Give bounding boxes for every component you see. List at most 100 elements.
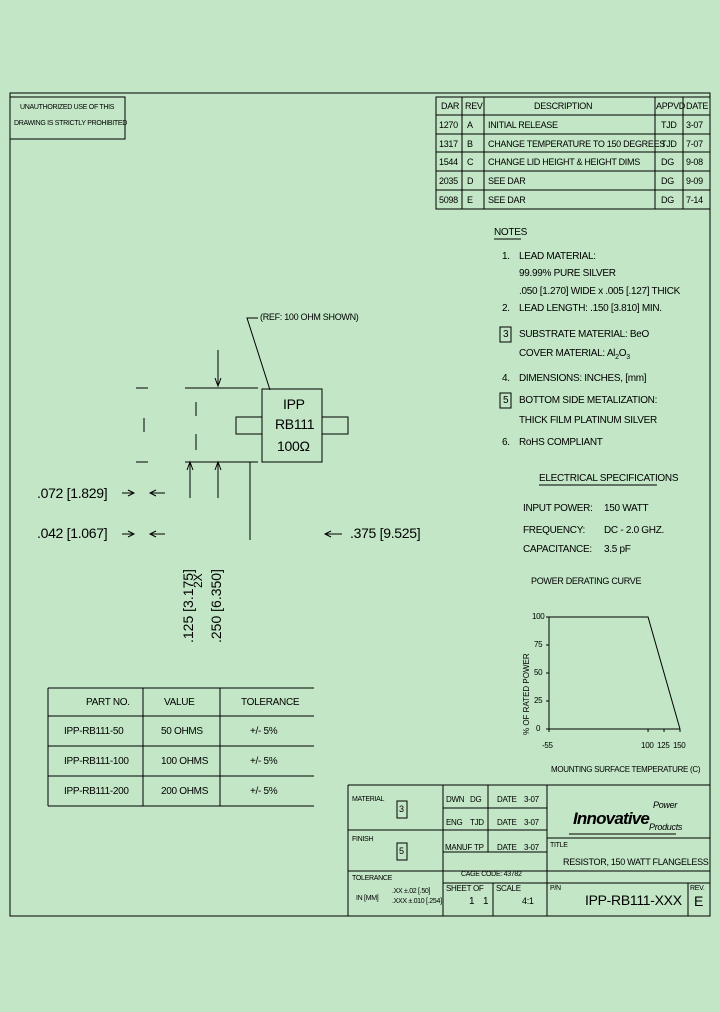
parts-cell: 200 OHMS	[161, 786, 209, 797]
dwn-label: DWN	[446, 795, 465, 804]
rev-cell: D	[467, 176, 474, 186]
manuf-label: MANUF	[445, 843, 472, 852]
note-1-line-b: 99.99% PURE SILVER	[519, 268, 616, 279]
rev-cell: CHANGE TEMPERATURE TO 150 DEGREES	[488, 139, 665, 149]
elec-value-frequency: DC - 2.0 GHZ.	[604, 525, 664, 536]
finish-label: FINISH	[352, 836, 374, 843]
chart-title: POWER DERATING CURVE	[531, 576, 642, 586]
dim-072: .072 [1.829]	[37, 485, 108, 501]
chart-x-tick-label: 150	[673, 741, 686, 750]
eng-value: TJD	[470, 818, 484, 827]
finish-box	[396, 842, 408, 861]
resistor-label-model: RB111	[275, 416, 315, 432]
parts-cell: 100 OHMS	[161, 756, 209, 767]
parts-header-part: PART NO.	[86, 697, 130, 708]
note-2-num: 2.	[502, 303, 510, 314]
rev-cell: B	[467, 139, 473, 149]
title-block-grid	[347, 784, 710, 916]
rev-cell: A	[467, 120, 473, 130]
dwn-value: DG	[470, 795, 482, 804]
rev-cell: TJD	[661, 120, 677, 130]
title-label: TITLE	[550, 842, 568, 849]
rev-header-desc: DESCRIPTION	[534, 101, 593, 111]
scale-label: SCALE	[496, 884, 521, 893]
parts-cell: +/- 5%	[250, 726, 278, 737]
note-4-line-a: DIMENSIONS: INCHES, [mm]	[519, 373, 647, 384]
part-number: IPP-RB111-XXX	[585, 892, 682, 908]
rev-cell: 7-07	[686, 139, 703, 149]
note-5-line-b: THICK FILM PLATINUM SILVER	[519, 415, 657, 426]
electrical-title: ELECTRICAL SPECIFICATIONS	[539, 473, 679, 484]
rev-cell: E	[467, 195, 473, 205]
parts-cell: +/- 5%	[250, 786, 278, 797]
chart-y-tick-label: 75	[534, 640, 543, 649]
note-5-num: 5	[503, 395, 509, 406]
resistor-label-ipp: IPP	[283, 396, 305, 412]
rev-cell: 9-09	[686, 176, 703, 186]
company-logo-products: Products	[649, 822, 683, 832]
tolerance-unit: IN [MM]	[356, 895, 379, 902]
note-3-line-b: COVER MATERIAL: Al2O3	[519, 348, 630, 361]
dwn-date: 3-07	[524, 795, 539, 804]
scale-value: 4:1	[522, 896, 534, 906]
chart-x-tick-label: 100	[641, 741, 654, 750]
rev-header-rev: REV	[465, 101, 483, 111]
company-logo-power: Power	[653, 800, 678, 810]
parts-cell: IPP-RB111-200	[64, 786, 129, 797]
rev-cell: TJD	[661, 139, 677, 149]
rev-cell: CHANGE LID HEIGHT & HEIGHT DIMS	[488, 157, 640, 167]
elec-value-power: 150 WATT	[604, 503, 649, 514]
parts-header-value: VALUE	[164, 697, 195, 708]
parts-cell: 50 OHMS	[161, 726, 203, 737]
note-5-line-a: BOTTOM SIDE METALIZATION:	[519, 395, 658, 406]
chart-ylabel: % OF RATED POWER	[522, 653, 531, 735]
sheet-value: 1	[469, 896, 475, 907]
rev-cell: 9-08	[686, 157, 703, 167]
title-value: RESISTOR, 150 WATT FLANGELESS	[563, 857, 709, 867]
company-logo-innovative: Innovative	[573, 809, 650, 828]
warning-box	[9, 96, 126, 140]
material-label: MATERIAL	[352, 796, 385, 803]
elec-value-capacitance: 3.5 pF	[604, 544, 631, 555]
drawing-border	[9, 92, 711, 917]
elec-label-frequency: FREQUENCY:	[523, 525, 586, 536]
chart-y-tick-label: 0	[536, 724, 541, 733]
cage-code: CAGE CODE: 43782	[461, 871, 522, 878]
rev-cell: 7-14	[686, 195, 703, 205]
dwn-date-label: DATE	[497, 795, 517, 804]
dim-2x: 2X	[191, 573, 205, 588]
tolerance-line-1: .XX ±.02 [.50]	[392, 888, 431, 895]
revision-table-grid	[435, 96, 711, 210]
parts-header-tolerance: TOLERANCE	[241, 697, 300, 708]
derating-curve-line	[549, 616, 681, 730]
of-label: OF	[473, 884, 484, 893]
sheet-label: SHEET	[446, 884, 472, 893]
dim-375: .375 [9.525]	[350, 525, 421, 541]
pn-label: P/N	[550, 885, 561, 892]
manuf-date-label: DATE	[497, 843, 517, 852]
chart-y-tick-label: 100	[532, 612, 545, 621]
note-1-num: 1.	[502, 251, 510, 262]
eng-date: 3-07	[524, 818, 539, 827]
note-2-line-a: LEAD LENGTH: .150 [3.810] MIN.	[519, 303, 662, 314]
rev-cell: INITIAL RELEASE	[488, 120, 558, 130]
resistor-outline	[235, 388, 349, 463]
chart-y-tick-label: 25	[534, 696, 543, 705]
rev-cell: SEE DAR	[488, 176, 526, 186]
rev-cell: 2035	[439, 176, 458, 186]
note-3-num: 3	[503, 329, 509, 340]
rev-cell: SEE DAR	[488, 195, 526, 205]
rev-label: REV.	[690, 885, 705, 892]
note-6-num: 6.	[502, 437, 510, 448]
chart-x-tick-label: 125	[657, 741, 670, 750]
rev-cell: 3-07	[686, 120, 703, 130]
rev-cell: DG	[661, 195, 674, 205]
rev-cell: 1317	[439, 139, 458, 149]
note-5-box	[499, 392, 512, 409]
eng-label: ENG	[446, 818, 463, 827]
ref-note: (REF: 100 OHM SHOWN)	[260, 312, 359, 322]
parts-cell: IPP-RB111-100	[64, 756, 129, 767]
dim-042: .042 [1.067]	[37, 525, 108, 541]
resistor-label-value: 100Ω	[277, 438, 310, 454]
